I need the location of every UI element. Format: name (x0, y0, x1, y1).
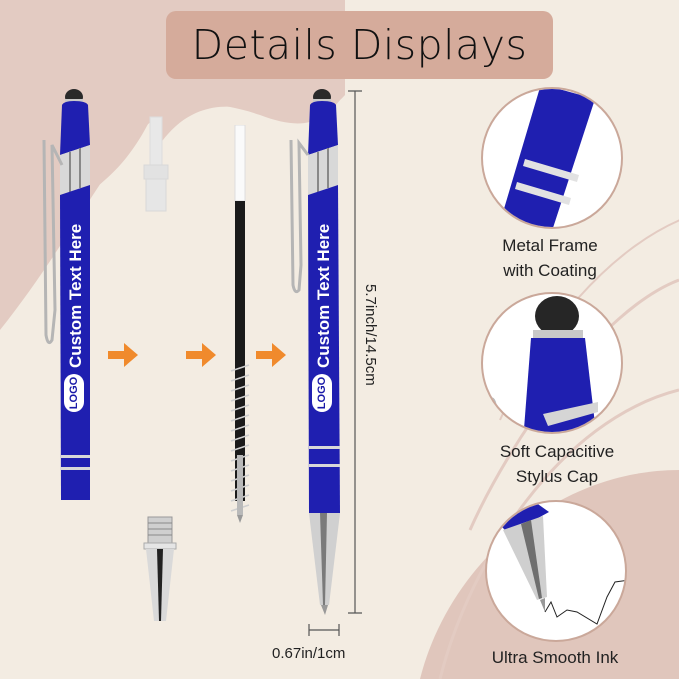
smooth-ink-closeup (497, 502, 625, 625)
feature-circle-smooth-ink (485, 500, 627, 642)
arrow-3-icon (256, 343, 286, 367)
page-title: Details Displays (191, 21, 528, 69)
arrow-1-icon (108, 343, 138, 367)
feature-label-metal-frame: Metal Frame with Coating (455, 234, 645, 283)
length-dimension-line (348, 90, 362, 614)
pen-right (289, 89, 340, 615)
length-label: 5.7inch/14.5cm (362, 284, 379, 386)
logo-badge-right: LOGO (312, 374, 332, 412)
width-label: 0.67in/1cm (272, 645, 346, 662)
logo-badge-left: LOGO (64, 374, 84, 412)
width-dimension-line (308, 624, 340, 636)
custom-text-left: Custom Text Here (66, 223, 85, 368)
pen-left (42, 89, 90, 500)
refill-adapter (143, 116, 169, 212)
feature-circle-stylus-cap (481, 292, 623, 434)
arrow-2-icon (186, 343, 216, 367)
metal-tip-cone (143, 516, 177, 621)
title-banner: Details Displays (166, 11, 553, 79)
metal-frame-closeup (501, 89, 595, 227)
feature-label-line: Ultra Smooth Ink (491, 648, 619, 667)
feature-label-smooth-ink: Ultra Smooth Ink (460, 646, 650, 671)
feature-label-line: with Coating (503, 260, 597, 280)
feature-label-line: Metal Frame (502, 236, 598, 255)
stylus-cap-closeup (483, 296, 598, 432)
feature-label-line: Soft Capacitive (499, 442, 615, 461)
feature-circle-metal-frame (481, 87, 623, 229)
ink-refill (230, 125, 250, 523)
feature-label-stylus-cap: Soft Capacitive Stylus Cap (462, 440, 652, 489)
feature-label-line: Stylus Cap (515, 466, 599, 486)
custom-text-right: Custom Text Here (314, 223, 333, 368)
